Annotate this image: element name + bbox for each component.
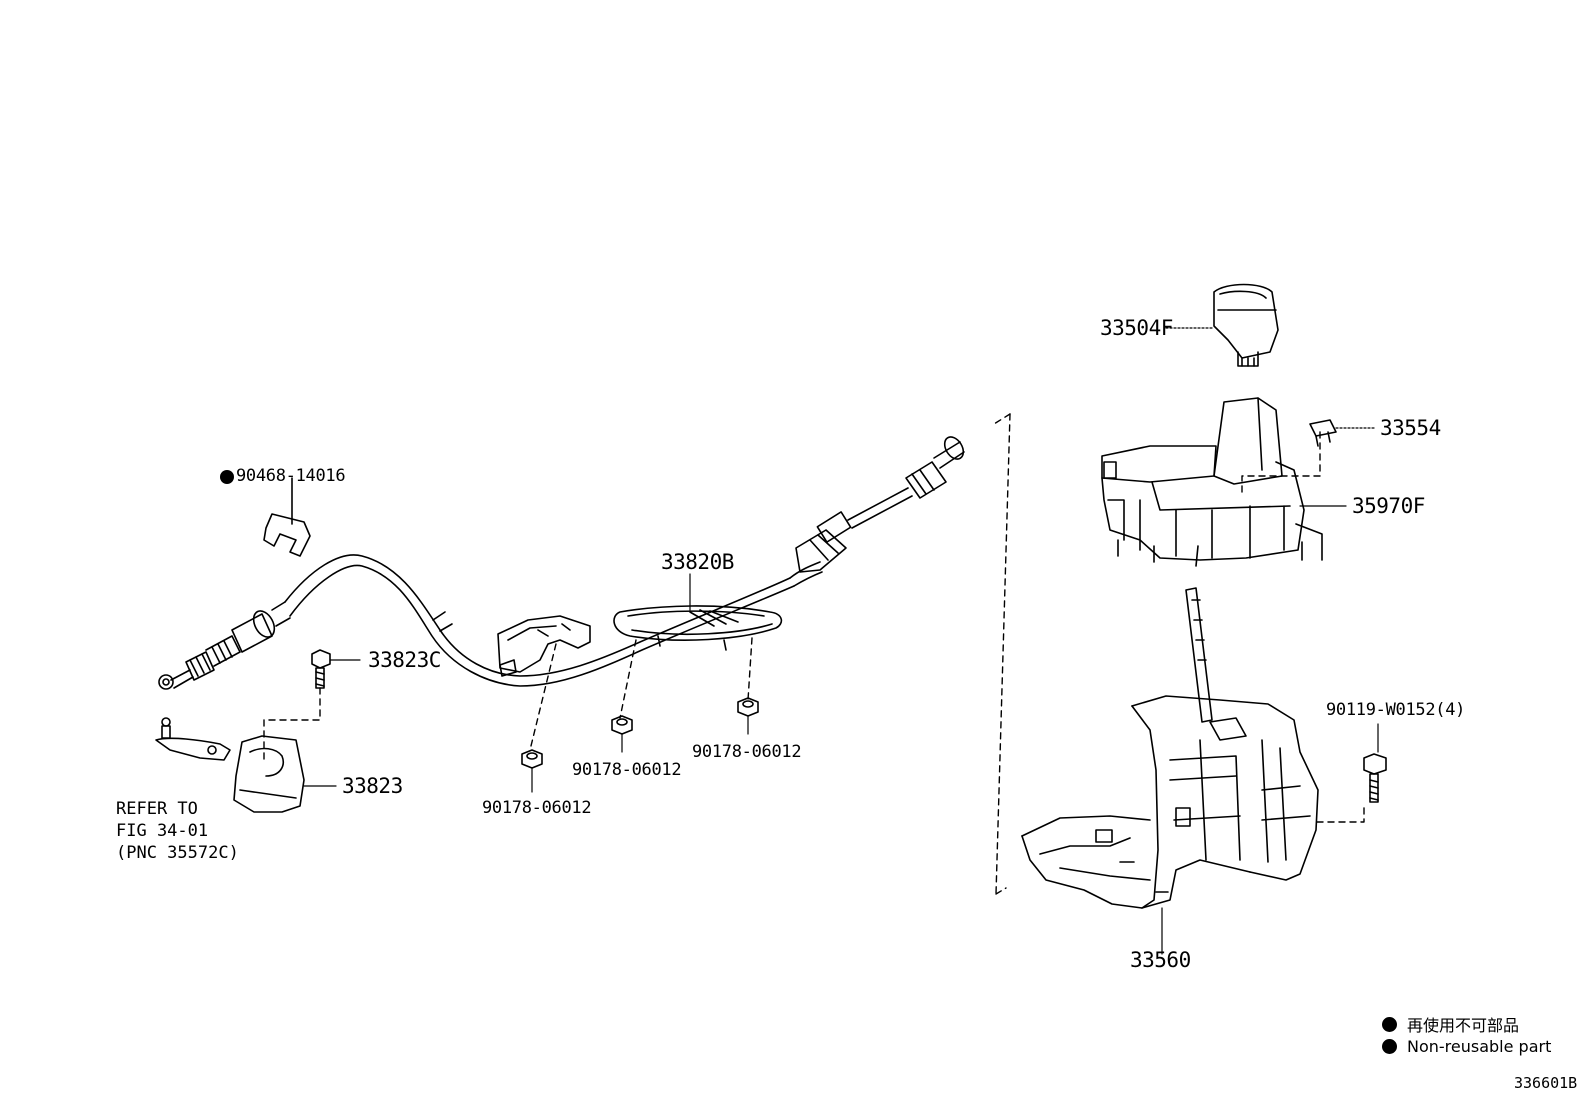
part-label-35970f[interactable]: 35970F xyxy=(1352,494,1425,518)
legend-jp: 再使用不可部品 xyxy=(1382,1012,1519,1036)
part-label-33823[interactable]: 33823 xyxy=(342,774,403,798)
cable-retainer xyxy=(497,615,591,673)
cable-bracket xyxy=(613,605,783,651)
reference-note: REFER TO FIG 34-01 (PNC 35572C) xyxy=(116,798,239,864)
part-label-90178-a[interactable]: 90178-06012 xyxy=(482,798,592,818)
clip-33554 xyxy=(1309,419,1337,447)
legend-dot-icon xyxy=(1382,1016,1397,1032)
nut-a xyxy=(521,749,543,769)
non-reusable-marker-icon xyxy=(220,470,234,484)
bracket-33823 xyxy=(233,735,305,813)
shift-lever-link xyxy=(155,717,231,761)
part-label-33823c[interactable]: 33823C xyxy=(368,648,441,672)
nut-c xyxy=(737,697,759,717)
bolt-90119 xyxy=(1363,753,1387,803)
legend-en-text: Non-reusable part xyxy=(1407,1037,1552,1056)
reference-note-line2: FIG 34-01 xyxy=(116,821,209,841)
part-label-90119[interactable]: 90119-W0152(4) xyxy=(1326,700,1466,720)
shift-indicator-housing xyxy=(1101,397,1323,567)
part-label-33554[interactable]: 33554 xyxy=(1380,416,1441,440)
shift-cable xyxy=(158,436,965,690)
diagram-id: 336601B xyxy=(1514,1074,1578,1092)
shift-lever-assembly xyxy=(1021,587,1319,909)
part-label-90468[interactable]: 90468-14016 xyxy=(236,466,346,486)
part-label-33560[interactable]: 33560 xyxy=(1130,948,1191,972)
part-label-90178-b[interactable]: 90178-06012 xyxy=(572,760,682,780)
reference-note-line3: (PNC 35572C) xyxy=(116,843,239,863)
bolt-33823c xyxy=(311,649,331,689)
part-label-33504f[interactable]: 33504F xyxy=(1100,316,1173,340)
reference-note-line1: REFER TO xyxy=(116,799,198,819)
legend-dot-icon xyxy=(1382,1039,1397,1054)
legend-jp-text: 再使用不可部品 xyxy=(1407,1016,1520,1035)
cable-clip xyxy=(263,513,311,557)
nut-b xyxy=(611,715,633,735)
part-label-33820b[interactable]: 33820B xyxy=(661,550,734,574)
legend-en: Non-reusable part xyxy=(1382,1037,1551,1056)
shift-knob xyxy=(1213,283,1279,367)
part-label-90178-c[interactable]: 90178-06012 xyxy=(692,742,802,762)
